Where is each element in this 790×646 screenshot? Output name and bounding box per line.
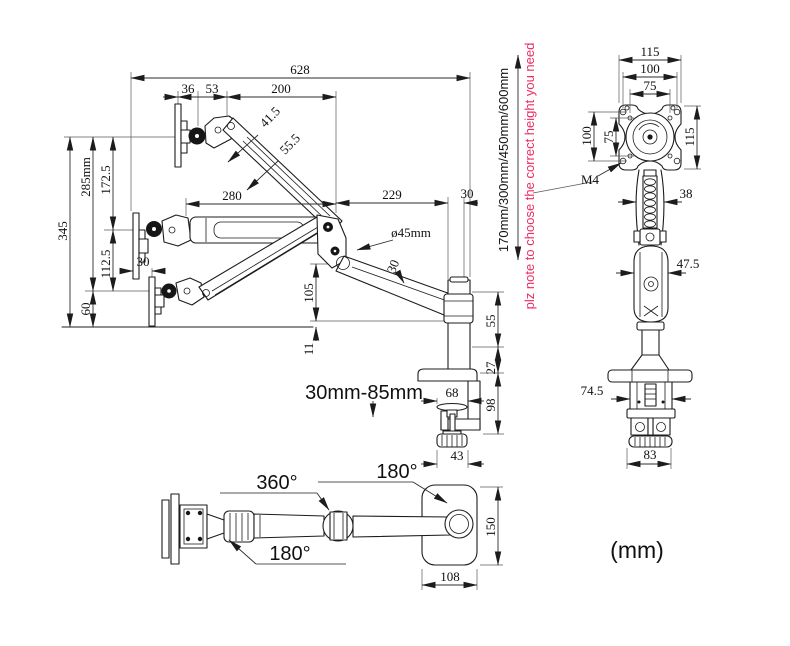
ball-joint-top-view bbox=[206, 513, 225, 540]
dim-38: 38 bbox=[680, 186, 693, 201]
dim-top-100: 100 bbox=[640, 61, 660, 76]
vesa-plate-bottom bbox=[148, 276, 156, 327]
dim-top-115: 115 bbox=[640, 44, 659, 59]
rotation-labels: 360° 180° 180° bbox=[220, 461, 448, 565]
side-dimensions: 628 36 53 200 41.5 55.5 345 285mm 60 172… bbox=[55, 62, 502, 468]
dim-41-5: 41.5 bbox=[256, 103, 283, 130]
arm-position-middle bbox=[132, 212, 333, 280]
dim-47-5: 47.5 bbox=[677, 256, 700, 271]
arm-position-top bbox=[174, 103, 343, 234]
dim-68: 68 bbox=[446, 385, 459, 400]
height-options-text: 170mm/300mm/450mm/600mm bbox=[496, 68, 511, 252]
dim-55-5: 55.5 bbox=[276, 130, 303, 157]
vesa-plate-front bbox=[618, 104, 682, 171]
dim-229: 229 bbox=[382, 187, 402, 202]
dim-11: 11 bbox=[301, 343, 316, 356]
vesa-plate-top bbox=[174, 103, 182, 168]
vesa-plate-middle bbox=[132, 212, 140, 280]
dim-right-115: 115 bbox=[682, 127, 697, 146]
top-view-dimensions: 108 150 bbox=[421, 486, 503, 590]
dim-dia-45: ø45mm bbox=[391, 225, 431, 240]
dim-53: 53 bbox=[206, 81, 219, 96]
label-180-head: 180° bbox=[269, 543, 310, 565]
front-dimensions: 115 100 75 100 75 115 M4 38 47.5 bbox=[579, 44, 701, 469]
tilt-bracket-middle bbox=[161, 214, 192, 247]
height-note-text: plz note to choose the correct height yo… bbox=[522, 43, 537, 310]
dim-left-100: 100 bbox=[579, 126, 594, 146]
vesa-hole-br bbox=[673, 157, 681, 165]
dim-74-5: 74.5 bbox=[581, 383, 604, 398]
desk-plate-side bbox=[417, 368, 478, 382]
side-view: 628 36 53 200 41.5 55.5 345 285mm 60 172… bbox=[55, 43, 598, 468]
dim-36: 36 bbox=[182, 81, 196, 96]
dim-112-5: 112.5 bbox=[98, 250, 113, 279]
desk-thickness-range: 30mm-85mm bbox=[305, 382, 423, 404]
dim-105: 105 bbox=[301, 283, 316, 303]
front-view: 115 100 75 100 75 115 M4 38 47.5 bbox=[579, 44, 701, 469]
dim-pole-30: 30 bbox=[461, 186, 474, 201]
dim-172-5: 172.5 bbox=[98, 165, 113, 194]
clamp-knob-front bbox=[628, 435, 673, 448]
dim-285: 285mm bbox=[78, 157, 93, 197]
monitor-plate-top-view bbox=[161, 499, 170, 559]
dim-150: 150 bbox=[483, 517, 498, 537]
label-360: 360° bbox=[256, 472, 297, 494]
dim-98: 98 bbox=[483, 399, 498, 412]
dim-108: 108 bbox=[440, 569, 460, 584]
gas-arm-top-position bbox=[222, 117, 343, 234]
pole-and-clamp-side bbox=[417, 276, 481, 448]
top-view: 360° 180° 180° 108 150 bbox=[161, 461, 503, 590]
label-m4: M4 bbox=[581, 172, 600, 187]
dim-83: 83 bbox=[644, 447, 657, 462]
units-label: (mm) bbox=[610, 537, 664, 563]
vesa-hole-tr bbox=[673, 108, 681, 116]
dim-offset-30: 30 bbox=[137, 254, 150, 269]
dim-total-width: 628 bbox=[290, 62, 310, 77]
lower-pole-and-clamp-front bbox=[607, 321, 693, 448]
dim-left-75: 75 bbox=[601, 131, 616, 144]
top-view-shapes bbox=[161, 484, 478, 566]
column-joint bbox=[639, 228, 661, 246]
dim-345: 345 bbox=[55, 221, 70, 241]
arm-tube-1-top-view bbox=[253, 513, 325, 539]
dim-43: 43 bbox=[451, 448, 464, 463]
dim-27: 27 bbox=[483, 361, 498, 375]
pole-collar bbox=[443, 293, 474, 324]
height-options-note: 170mm/300mm/450mm/600mm plz note to choo… bbox=[496, 43, 598, 310]
head-knuckle-top-view bbox=[223, 510, 255, 543]
dim-200: 200 bbox=[271, 81, 291, 96]
arm-tube-2-top-view bbox=[352, 515, 451, 538]
label-180-base: 180° bbox=[376, 461, 417, 483]
dim-60: 60 bbox=[78, 303, 93, 316]
gas-housing-front bbox=[633, 245, 669, 323]
desk-plate-front bbox=[607, 369, 693, 383]
clamp-bracket-front bbox=[626, 408, 676, 419]
dim-280: 280 bbox=[222, 188, 242, 203]
dim-top-75: 75 bbox=[644, 78, 657, 93]
dim-55: 55 bbox=[483, 315, 498, 328]
upper-column-front bbox=[633, 169, 667, 246]
